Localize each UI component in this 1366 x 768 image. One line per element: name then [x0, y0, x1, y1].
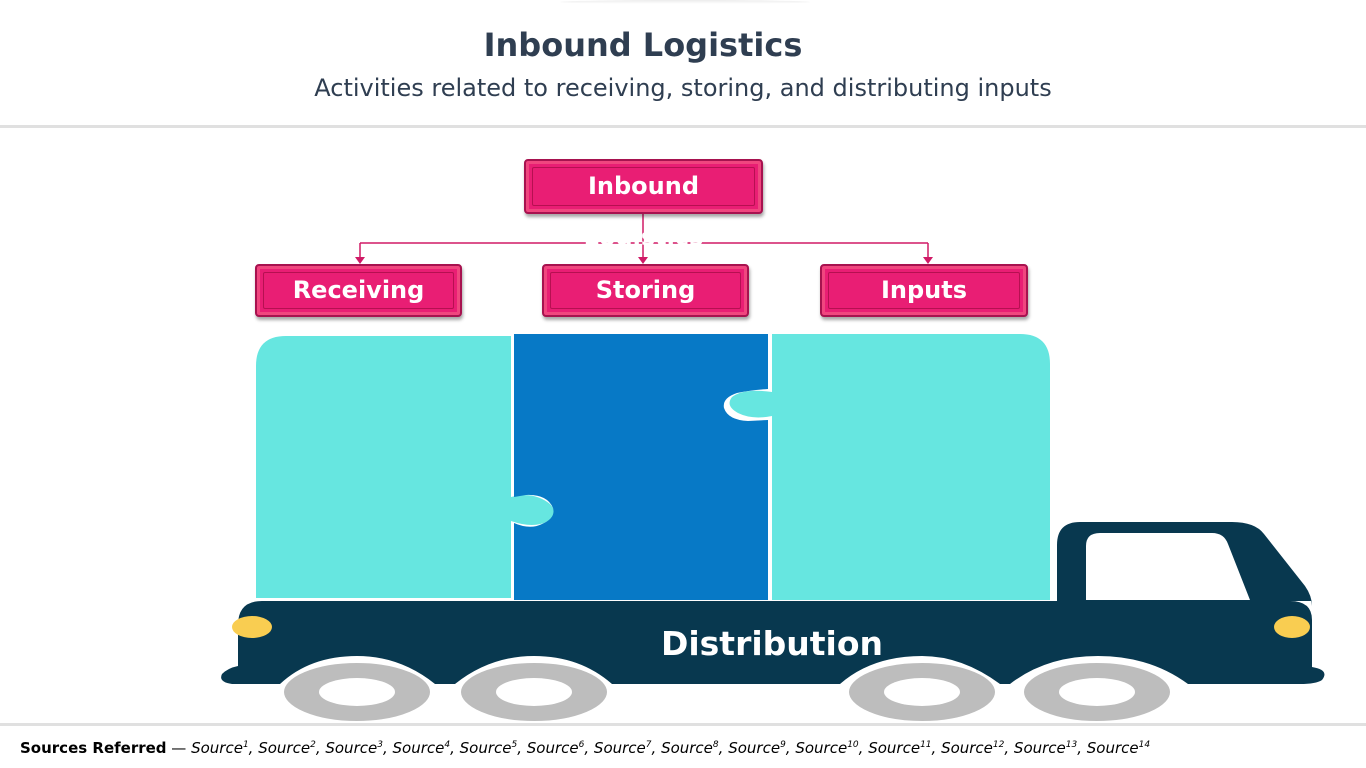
source-name: Source — [191, 739, 243, 757]
source-link[interactable]: Source11 — [868, 739, 931, 757]
source-link[interactable]: Source7 — [594, 739, 652, 757]
source-link[interactable]: Source12 — [941, 739, 1004, 757]
source-name: Source — [258, 739, 311, 757]
source-separator: , — [1004, 739, 1014, 757]
source-name: Source — [941, 739, 993, 757]
truck-wheels — [278, 657, 1176, 727]
source-number: 4 — [444, 740, 451, 750]
source-name: Source — [1086, 739, 1139, 757]
node-inputs: Inputs — [820, 264, 1028, 317]
source-name: Source — [868, 739, 921, 757]
source-name: Source — [392, 739, 445, 757]
source-name: Source — [728, 739, 781, 757]
source-name: Source — [526, 739, 579, 757]
node-inputs-label: Inputs — [880, 276, 968, 304]
source-name: Source — [459, 739, 512, 757]
node-storing: Storing — [542, 264, 749, 317]
node-receiving: Receiving — [255, 264, 462, 317]
source-separator: , — [248, 739, 259, 757]
source-separator: , — [785, 739, 796, 757]
source-separator: , — [517, 739, 527, 757]
source-separator: , — [1077, 739, 1087, 757]
source-separator: , — [651, 739, 662, 757]
root-node-label: Inbound Logistics — [583, 172, 704, 251]
source-link[interactable]: Source10 — [795, 739, 858, 757]
source-separator: , — [858, 739, 869, 757]
truck-wheel-3-hub — [884, 678, 960, 706]
source-number: 1 — [242, 740, 249, 750]
sources-separator: — — [166, 739, 192, 757]
source-link[interactable]: Source13 — [1014, 739, 1077, 757]
puzzle-block-left — [256, 336, 555, 598]
truck-wheel-2-hub — [496, 678, 572, 706]
rear-light — [232, 616, 272, 638]
source-number: 2 — [310, 740, 316, 750]
source-name: Source — [325, 739, 378, 757]
page-title: Inbound Logistics — [483, 26, 803, 64]
source-number: 10 — [847, 740, 859, 750]
source-separator: , — [584, 739, 594, 757]
source-link[interactable]: Source2 — [258, 739, 316, 757]
headlight — [1274, 616, 1310, 638]
source-number: 7 — [645, 740, 652, 750]
source-number: 13 — [1065, 740, 1078, 750]
sources-list: Source1, Source2, Source3, Source4, Sour… — [191, 739, 1150, 757]
node-storing-label: Storing — [595, 276, 696, 304]
header-divider — [0, 125, 1366, 128]
puzzle-block-middle — [514, 334, 768, 600]
truck-wheel-4-hub — [1059, 678, 1135, 706]
page-subtitle: Activities related to receiving, storing… — [314, 74, 1052, 102]
sources-lead: Sources Referred — [20, 739, 167, 757]
truck-wheel-1-hub — [319, 678, 395, 706]
source-separator: , — [382, 739, 393, 757]
source-number: 3 — [377, 740, 383, 750]
distribution-label: Distribution — [660, 624, 884, 663]
source-link[interactable]: Source3 — [325, 739, 383, 757]
source-link[interactable]: Source1 — [191, 739, 249, 757]
footer-divider — [0, 723, 1366, 726]
source-number: 6 — [578, 740, 585, 750]
source-link[interactable]: Source6 — [527, 739, 585, 757]
source-link[interactable]: Source9 — [728, 739, 786, 757]
top-shadow — [560, 0, 810, 4]
source-number: 5 — [511, 740, 518, 750]
source-link[interactable]: Source14 — [1087, 739, 1150, 757]
source-separator: , — [931, 739, 942, 757]
truck-window — [1086, 533, 1250, 600]
source-link[interactable]: Source5 — [460, 739, 518, 757]
sources-footer: Sources Referred — Source1, Source2, Sou… — [20, 739, 1150, 757]
source-number: 12 — [992, 740, 1005, 750]
source-name: Source — [795, 739, 848, 757]
source-name: Source — [1013, 739, 1066, 757]
source-separator: , — [315, 739, 326, 757]
source-name: Source — [593, 739, 646, 757]
source-number: 11 — [920, 740, 932, 750]
node-receiving-label: Receiving — [292, 276, 425, 304]
source-number: 8 — [712, 740, 719, 750]
puzzle-block-right — [729, 334, 1050, 600]
source-name: Source — [661, 739, 713, 757]
source-separator: , — [450, 739, 460, 757]
source-separator: , — [718, 739, 729, 757]
source-link[interactable]: Source4 — [393, 739, 451, 757]
source-link[interactable]: Source8 — [661, 739, 719, 757]
root-node-inbound-logistics: Inbound Logistics — [524, 159, 763, 251]
source-number: 9 — [780, 740, 786, 750]
source-number: 14 — [1138, 740, 1151, 750]
truck-chassis — [221, 601, 1325, 684]
